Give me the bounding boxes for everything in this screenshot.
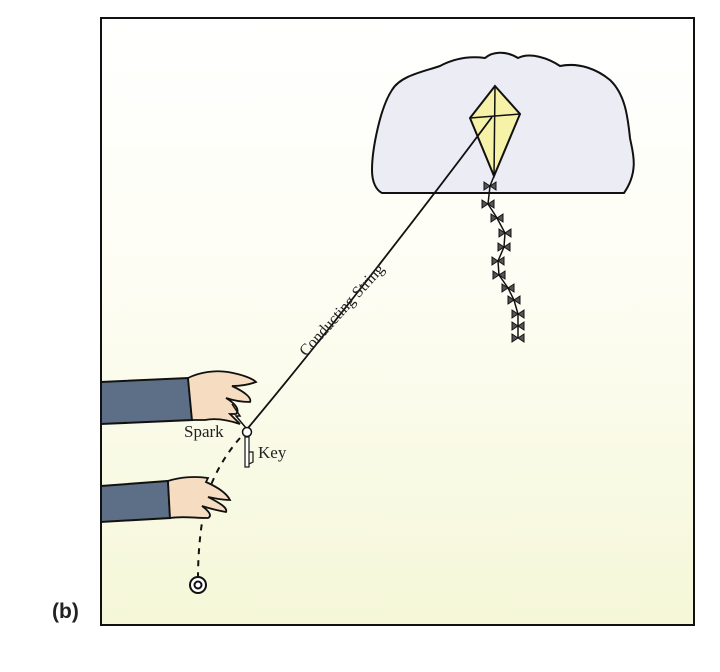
tail-bow — [507, 295, 521, 305]
upper-hand — [187, 370, 258, 425]
tail-bow — [490, 213, 504, 223]
ground-coil-inner — [193, 580, 203, 590]
upper-sleeve — [100, 376, 194, 426]
tail-bow — [481, 199, 495, 209]
spark — [231, 403, 247, 429]
kite-spar — [493, 85, 496, 177]
ground-coil-outer — [189, 576, 207, 594]
kite-crossbar — [469, 113, 521, 119]
tail-bow — [511, 309, 525, 319]
key-ring — [241, 426, 253, 438]
tail-bow — [483, 181, 497, 191]
panel-label: (b) — [52, 600, 79, 623]
key-label: Key — [258, 443, 287, 462]
tail-bow — [501, 283, 515, 293]
tail-bow — [498, 228, 512, 238]
lower-hand — [167, 476, 232, 520]
tail-bow — [511, 333, 525, 343]
spark-label: Spark — [184, 422, 224, 441]
tail-bow — [511, 321, 525, 331]
tail-bow — [497, 242, 511, 252]
lower-sleeve — [100, 479, 172, 524]
tail-bow — [492, 270, 506, 280]
tail-bows — [481, 181, 525, 343]
tail-bow — [491, 256, 505, 266]
key-bit — [248, 451, 254, 465]
conducting-string — [247, 116, 493, 429]
key — [244, 436, 250, 468]
